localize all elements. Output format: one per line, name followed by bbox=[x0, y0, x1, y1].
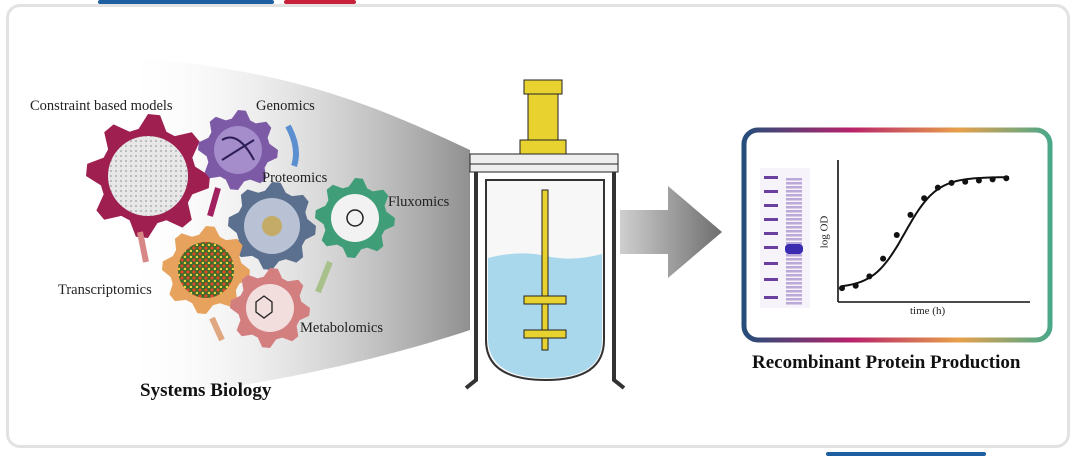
data-point bbox=[1003, 175, 1010, 182]
overexpressed-protein-band bbox=[785, 244, 803, 254]
recombinant-protein-production-title: Recombinant Protein Production bbox=[752, 352, 1021, 373]
arrow-to-production bbox=[620, 186, 722, 278]
label-genomics: Genomics bbox=[256, 98, 315, 114]
sample-band bbox=[786, 186, 802, 189]
sample-band bbox=[786, 286, 802, 289]
data-point bbox=[948, 179, 955, 186]
ladder-band bbox=[764, 204, 778, 207]
growth-data-points bbox=[839, 175, 1010, 292]
label-proteomics: Proteomics bbox=[262, 170, 328, 186]
data-point bbox=[907, 211, 914, 218]
sample-band bbox=[786, 262, 802, 265]
gear-metabolomics bbox=[230, 268, 310, 348]
sample-band bbox=[786, 210, 802, 213]
data-point bbox=[962, 178, 969, 185]
arrow-genomics-proteomics bbox=[285, 124, 299, 167]
label-constraint-based-models: Constraint based models bbox=[30, 98, 173, 114]
arrow-genomics-transcriptomics bbox=[207, 187, 221, 217]
accent-bar-top-red bbox=[284, 0, 356, 4]
ladder-band bbox=[764, 190, 778, 193]
sample-band bbox=[786, 218, 802, 221]
ladder-band bbox=[764, 278, 778, 281]
sample-band bbox=[786, 222, 802, 225]
sample-band bbox=[786, 254, 802, 257]
data-point bbox=[866, 273, 873, 280]
sample-band bbox=[786, 270, 802, 273]
sample-band bbox=[786, 234, 802, 237]
gear-constraint-based-models bbox=[86, 114, 210, 238]
ladder-band bbox=[764, 296, 778, 299]
sample-band bbox=[786, 182, 802, 185]
data-point bbox=[989, 176, 996, 183]
arrow-fluxomics-metabolomics bbox=[315, 260, 333, 294]
gear-genomics bbox=[198, 110, 278, 190]
data-point bbox=[852, 282, 859, 289]
sample-band bbox=[786, 230, 802, 233]
sample-band bbox=[786, 266, 802, 269]
sample-band bbox=[786, 242, 802, 245]
label-fluxomics: Fluxomics bbox=[388, 194, 450, 210]
chart-y-label: log OD bbox=[818, 215, 831, 249]
ladder-band bbox=[764, 232, 778, 235]
gear-proteomics bbox=[228, 182, 316, 270]
sample-band bbox=[786, 194, 802, 197]
sample-band bbox=[786, 298, 802, 301]
sample-band bbox=[786, 190, 802, 193]
accent-bar-top-blue bbox=[98, 0, 274, 4]
chart-x-label: time (h) bbox=[910, 305, 946, 317]
arrow-constraint-transcriptomics bbox=[137, 231, 149, 263]
sample-band bbox=[786, 214, 802, 217]
sample-band bbox=[786, 226, 802, 229]
ladder-band bbox=[764, 176, 778, 179]
sample-band bbox=[786, 206, 802, 209]
sample-band bbox=[786, 282, 802, 285]
sample-band bbox=[786, 290, 802, 293]
sample-band bbox=[786, 294, 802, 297]
sample-band bbox=[786, 302, 802, 305]
data-point bbox=[921, 195, 928, 202]
accent-bar-bottom-blue bbox=[826, 452, 986, 456]
ladder-band bbox=[764, 246, 778, 249]
sample-band bbox=[786, 278, 802, 281]
gear-transcriptomics bbox=[162, 226, 250, 314]
bioreactor bbox=[464, 79, 626, 390]
sample-band bbox=[786, 202, 802, 205]
arrow-transcriptomics-metabolomics bbox=[209, 316, 225, 342]
figure-frame bbox=[6, 4, 1070, 448]
sample-band bbox=[786, 198, 802, 201]
sample-band bbox=[786, 178, 802, 181]
data-point bbox=[975, 177, 982, 184]
ladder-band bbox=[764, 262, 778, 265]
label-transcriptomics: Transcriptomics bbox=[58, 282, 152, 298]
ladder-band bbox=[764, 218, 778, 221]
systems-biology-title: Systems Biology bbox=[140, 380, 272, 401]
label-metabolomics: Metabolomics bbox=[300, 320, 383, 336]
sds-gel bbox=[760, 168, 810, 308]
sample-band bbox=[786, 258, 802, 261]
data-point bbox=[880, 255, 887, 262]
data-point bbox=[934, 184, 941, 191]
data-point bbox=[839, 285, 845, 292]
data-point bbox=[893, 231, 900, 238]
gear-fluxomics bbox=[315, 178, 395, 258]
sample-band bbox=[786, 274, 802, 277]
sample-band bbox=[786, 238, 802, 241]
